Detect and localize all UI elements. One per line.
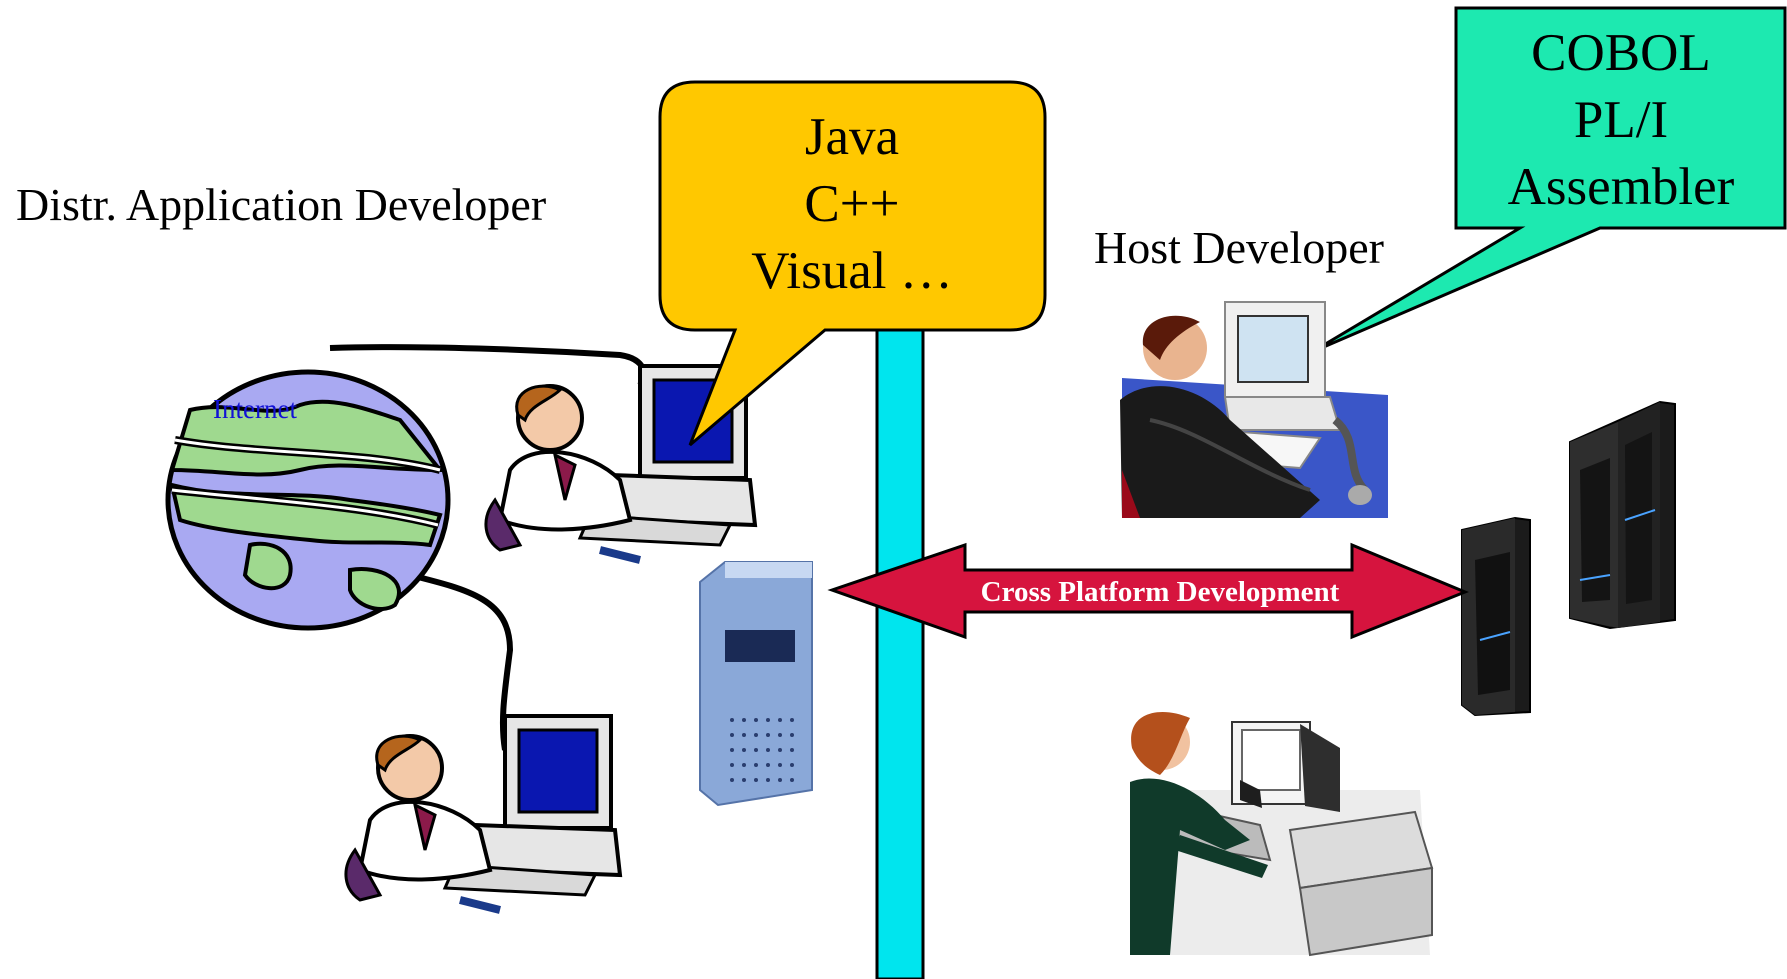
developer-at-pc-icon — [344, 714, 623, 914]
java-bubble-text: Java C++ Visual … — [660, 104, 1044, 305]
office-worker-icon — [1130, 711, 1434, 957]
platform-divider — [875, 316, 925, 979]
language-pli: PL/I — [1573, 91, 1669, 149]
globe-icon — [165, 369, 451, 631]
distr-developer-label: Distr. Application Developer — [16, 179, 547, 230]
cobol-bubble-text: COBOL PL/I Assembler — [1456, 20, 1786, 221]
network-cable-top — [329, 344, 647, 387]
java-speech-bubble — [658, 80, 1047, 447]
cobol-speech-bubble — [1311, 6, 1787, 354]
host-developer-icon — [1120, 301, 1388, 518]
language-assembler: Assembler — [1507, 158, 1735, 216]
language-cpp: C++ — [804, 175, 900, 233]
language-cobol: COBOL — [1531, 24, 1711, 82]
server-tower-icon — [699, 561, 813, 807]
language-visual: Visual … — [751, 242, 953, 300]
cross-platform-label: Cross Platform Development — [980, 576, 1340, 608]
network-cable-bottom — [409, 572, 514, 751]
language-java: Java — [804, 108, 900, 166]
internet-label: Internet — [213, 394, 297, 424]
host-developer-label: Host Developer — [1094, 222, 1384, 273]
mainframe-icon — [1461, 400, 1676, 717]
cross-platform-arrow — [827, 542, 1469, 640]
